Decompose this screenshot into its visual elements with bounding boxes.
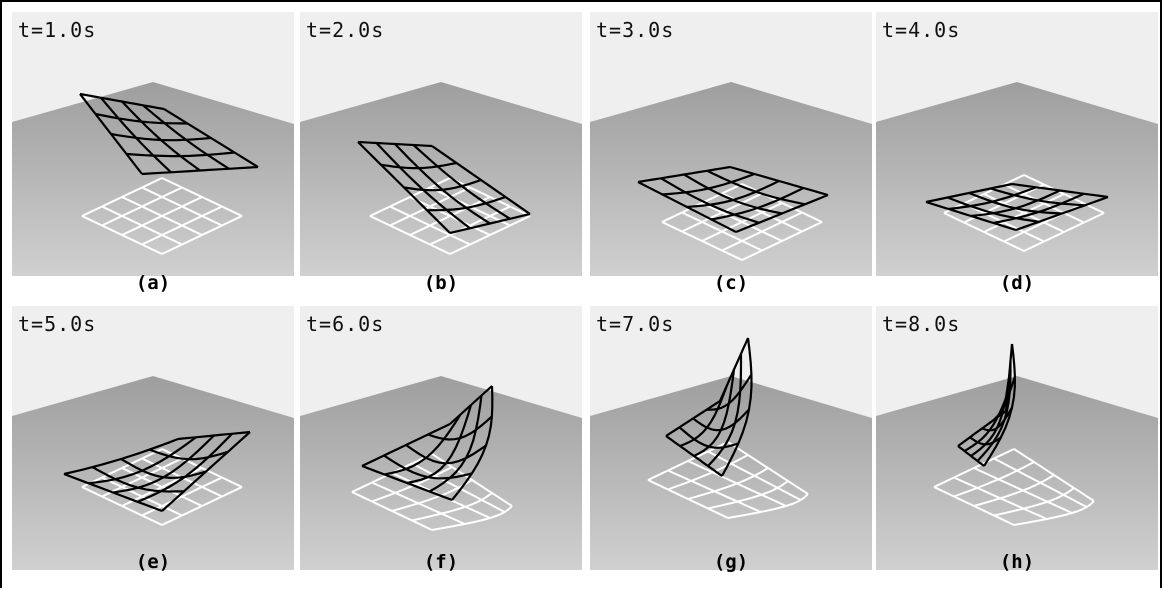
simulation-frame: t=3.0s [590,12,872,276]
panel-caption: (c) [713,272,749,294]
simulation-frame: t=5.0s [12,306,294,570]
panel-caption: (e) [135,551,171,573]
time-label: t=6.0s [306,312,385,336]
panel-caption: (b) [423,272,459,294]
time-label: t=5.0s [18,312,97,336]
panel-caption: (g) [713,551,749,573]
time-label: t=8.0s [882,312,961,336]
simulation-frame: t=1.0s [12,12,294,276]
time-label: t=3.0s [596,18,675,42]
panel-caption: (d) [999,272,1035,294]
time-label: t=7.0s [596,312,675,336]
time-label: t=2.0s [306,18,385,42]
panel-caption: (h) [999,551,1035,573]
time-label: t=4.0s [882,18,961,42]
simulation-frame: t=7.0s [590,306,872,570]
simulation-frame: t=8.0s [876,306,1158,570]
simulation-frame: t=6.0s [300,306,582,570]
simulation-frame: t=2.0s [300,12,582,276]
simulation-frame: t=4.0s [876,12,1158,276]
panel-caption: (f) [423,551,459,573]
panel-caption: (a) [135,272,171,294]
time-label: t=1.0s [18,18,97,42]
